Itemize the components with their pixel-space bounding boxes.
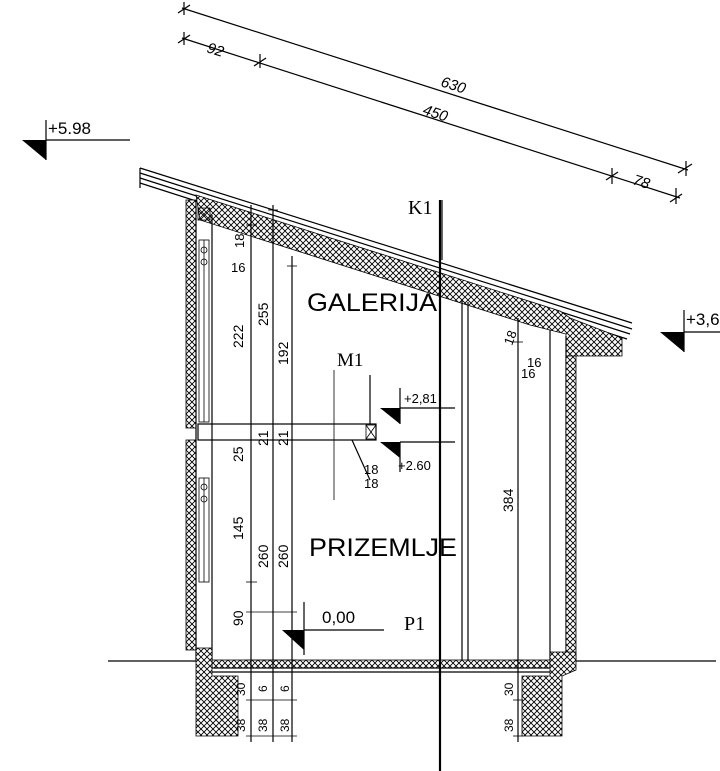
left-foundation bbox=[195, 647, 239, 737]
dim-gallery-slab-b: 18 bbox=[364, 476, 378, 491]
dim-found-a: 38 bbox=[234, 718, 248, 732]
dim-left-roof-a: 18 bbox=[232, 234, 247, 248]
level-right-label: +3,6 bbox=[686, 310, 720, 329]
dim-floor-b: 6 bbox=[256, 685, 270, 692]
level-gallery-top-label: +2,81 bbox=[404, 391, 437, 406]
dim-roof-span: 450 bbox=[421, 102, 451, 126]
level-top: +5.98 bbox=[22, 119, 130, 160]
room-label-prizemlje: PRIZEMLJE bbox=[309, 534, 457, 562]
dim-floor-a: 30 bbox=[234, 682, 248, 696]
dim-gallery-slab-a: 18 bbox=[364, 462, 378, 477]
vertical-dimension-lines bbox=[246, 205, 523, 742]
left-wall bbox=[185, 199, 213, 660]
dim-found-b: 38 bbox=[256, 718, 270, 732]
dim-found-c: 38 bbox=[278, 718, 292, 732]
dim-mid-c: 21 bbox=[275, 430, 291, 446]
dim-right-roof-c: 16 bbox=[521, 366, 535, 381]
dim-upper-inner-b: 192 bbox=[275, 341, 291, 365]
dim-lower-inner-a: 260 bbox=[255, 544, 271, 568]
dim-roof-left-overhang: 92 bbox=[205, 40, 227, 61]
roof bbox=[139, 167, 633, 357]
level-gallery-top: +2,81 bbox=[380, 388, 455, 424]
level-gallery-bottom-label: +2.60 bbox=[398, 458, 431, 473]
right-wall bbox=[565, 355, 577, 661]
foundation bbox=[108, 647, 716, 737]
dim-mid-a: 25 bbox=[230, 446, 246, 462]
dim-upper-inner-a: 255 bbox=[255, 302, 271, 326]
level-ground-label: 0,00 bbox=[322, 608, 355, 627]
interior-walls bbox=[461, 300, 577, 664]
dim-mid-b: 21 bbox=[255, 430, 271, 446]
dim-right-roof-b: 16 bbox=[527, 355, 541, 370]
marker-m1: M1 bbox=[337, 350, 363, 371]
dim-lower-window: 145 bbox=[230, 516, 246, 540]
dim-sill: 90 bbox=[230, 610, 246, 626]
dim-roof-right-overhang: 78 bbox=[631, 172, 653, 193]
roof-insulation bbox=[195, 194, 623, 357]
dim-upper-window: 222 bbox=[230, 324, 246, 348]
dim-left-roof-b: 16 bbox=[231, 260, 245, 275]
dim-floor-right: 30 bbox=[502, 682, 516, 696]
marker-k1: K1 bbox=[408, 197, 432, 219]
dim-right-roof-a: 18 bbox=[501, 328, 520, 347]
room-label-galerija: GALERIJA bbox=[307, 289, 437, 317]
roof-dimensions: 630 92 450 78 bbox=[177, 2, 693, 204]
dim-roof-total: 630 bbox=[439, 74, 469, 98]
level-gallery-bottom: +2.60 bbox=[380, 441, 455, 473]
dim-floor-c: 6 bbox=[278, 685, 292, 692]
dimension-labels: 222 255 192 25 21 21 145 260 260 90 384 … bbox=[230, 234, 541, 732]
dim-right-height: 384 bbox=[500, 488, 516, 512]
marker-p1: P1 bbox=[404, 613, 425, 635]
section-lines bbox=[333, 200, 443, 771]
gallery-slab bbox=[197, 375, 377, 481]
level-ground: 0,00 bbox=[282, 602, 384, 655]
level-top-label: +5.98 bbox=[48, 119, 91, 138]
right-foundation bbox=[521, 651, 577, 737]
dim-lower-inner-b: 260 bbox=[275, 544, 291, 568]
dim-found-right: 38 bbox=[502, 718, 516, 732]
level-right: +3,6 bbox=[660, 310, 720, 352]
